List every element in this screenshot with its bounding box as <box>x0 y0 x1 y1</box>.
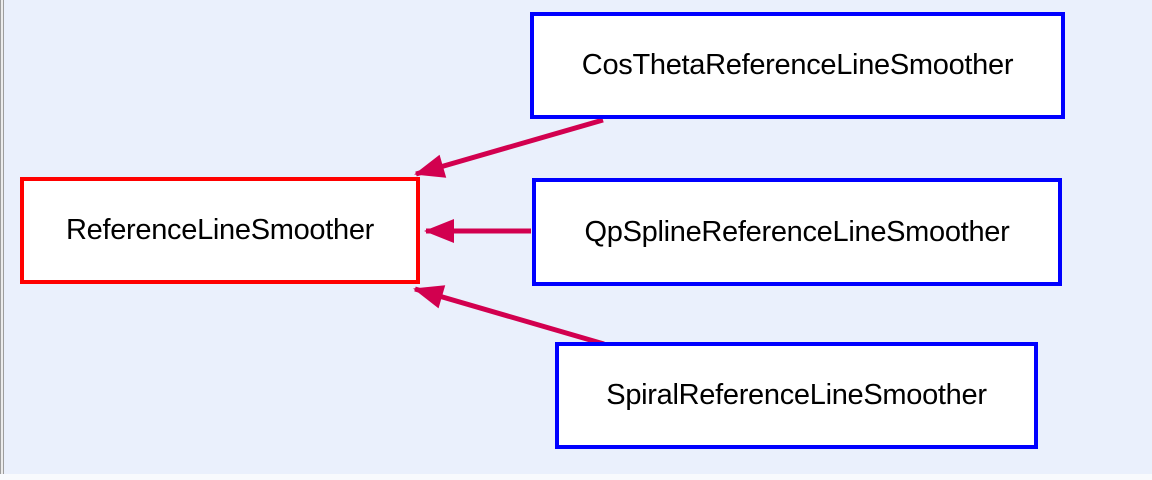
edge-spiral-to-base <box>413 285 605 347</box>
node-referencelinesmoother: ReferenceLineSmoother <box>20 177 420 284</box>
node-label: QpSplineReferenceLineSmoother <box>584 215 1010 248</box>
node-label: CosThetaReferenceLineSmoother <box>581 49 1014 81</box>
window-left-edge <box>0 0 4 475</box>
node-costhetareferencelinesmoother[interactable]: CosThetaReferenceLineSmoother <box>530 12 1065 119</box>
node-label: ReferenceLineSmoother <box>65 214 375 246</box>
edge-costheta-to-base <box>414 117 604 178</box>
node-spiralreferencelinesmoother[interactable]: SpiralReferenceLineSmoother <box>555 342 1038 449</box>
node-label: SpiralReferenceLineSmoother <box>606 379 987 411</box>
node-qpsplinereferencelinesmoother[interactable]: QpSplineReferenceLineSmoother <box>532 178 1062 286</box>
window-bottom-edge <box>0 474 1152 480</box>
